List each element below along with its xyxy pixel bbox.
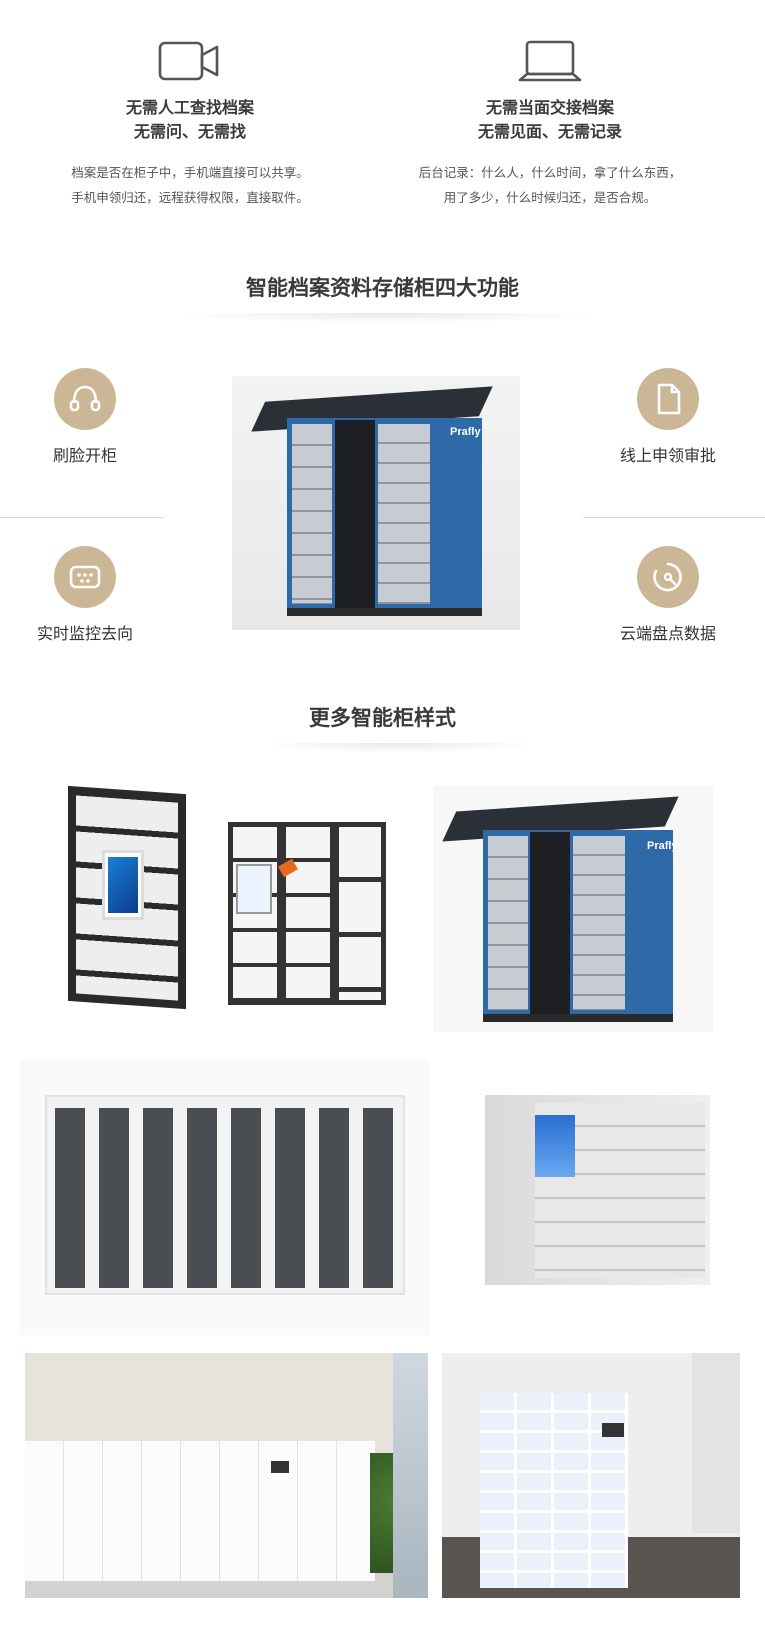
function-label: 云端盘点数据 bbox=[619, 624, 716, 643]
feature-no-handover: 无需当面交接档案 无需见面、无需记录 后台记录：什么人，什么时间，拿了什么东西，… bbox=[385, 38, 715, 210]
feature-subtitle: 无需见面、无需记录 bbox=[477, 122, 622, 141]
function-online-approval: 线上申领审批 bbox=[583, 368, 753, 466]
function-icon-circle bbox=[637, 546, 699, 608]
locker-screen-column bbox=[530, 832, 570, 1016]
feature-desc-line: 用了多少，什么时候归还，是否合规。 bbox=[443, 190, 657, 205]
function-realtime-monitor: 实时监控去向 bbox=[0, 546, 170, 644]
locker-doors-right bbox=[378, 424, 430, 604]
feature-subtitle: 无需问、无需找 bbox=[133, 122, 246, 141]
feature-desc-line: 档案是否在柜子中，手机端直接可以共享。 bbox=[71, 165, 309, 180]
function-icon-circle bbox=[54, 368, 116, 430]
laptop-icon bbox=[518, 40, 582, 82]
product-image-black-locker bbox=[62, 785, 192, 1010]
feature-title: 无需当面交接档案 bbox=[485, 98, 614, 117]
document-icon bbox=[657, 383, 681, 415]
locker-doors-left bbox=[488, 836, 528, 1010]
product-image-blue-locker-2: Prafly bbox=[433, 786, 713, 1032]
function-icon-circle bbox=[637, 368, 699, 430]
product-image-glass-locker bbox=[228, 822, 388, 1007]
divider-left bbox=[0, 517, 163, 518]
feature-desc-line: 后台记录：什么人，什么时间，拿了什么东西， bbox=[418, 165, 682, 180]
function-label: 刷脸开柜 bbox=[52, 446, 117, 465]
product-image-white-glass-cabinets bbox=[20, 1060, 430, 1335]
video-camera-icon bbox=[158, 41, 219, 81]
section-title-shadow bbox=[258, 743, 538, 753]
function-cloud-inventory: 云端盘点数据 bbox=[583, 546, 753, 644]
product-image-room-lockers bbox=[25, 1353, 428, 1598]
feature-no-manual-search: 无需人工查找档案 无需问、无需找 档案是否在柜子中，手机端直接可以共享。 手机申… bbox=[25, 38, 355, 210]
product-image-glass-cell-lockers bbox=[442, 1353, 740, 1598]
brand-logo: Prafly bbox=[450, 426, 481, 438]
locker-doors-left bbox=[292, 424, 332, 604]
locker-screen-column bbox=[335, 420, 375, 610]
feature-desc-line: 手机申领归还，远程获得权限，直接取件。 bbox=[71, 190, 309, 205]
face-scan-icon bbox=[69, 385, 101, 412]
feature-title: 无需人工查找档案 bbox=[125, 98, 254, 117]
divider-right bbox=[583, 517, 765, 518]
gauge-icon bbox=[653, 562, 682, 592]
locker-base bbox=[483, 1014, 673, 1022]
brand-logo: Prafly bbox=[647, 840, 678, 852]
product-image-blue-locker: Prafly bbox=[232, 376, 520, 630]
section-title-shadow bbox=[165, 313, 610, 323]
function-label: 实时监控去向 bbox=[36, 624, 133, 643]
locker-doors-right bbox=[573, 836, 625, 1010]
monitor-icon bbox=[69, 565, 101, 589]
section-title-four-functions: 智能档案资料存储柜四大功能 bbox=[246, 276, 519, 300]
function-label: 线上申领审批 bbox=[619, 446, 716, 465]
function-icon-circle bbox=[54, 546, 116, 608]
product-image-white-kiosk-locker bbox=[430, 1075, 730, 1315]
section-title-more-styles: 更多智能柜样式 bbox=[309, 706, 456, 730]
function-face-unlock: 刷脸开柜 bbox=[0, 368, 170, 466]
locker-base bbox=[287, 608, 482, 616]
